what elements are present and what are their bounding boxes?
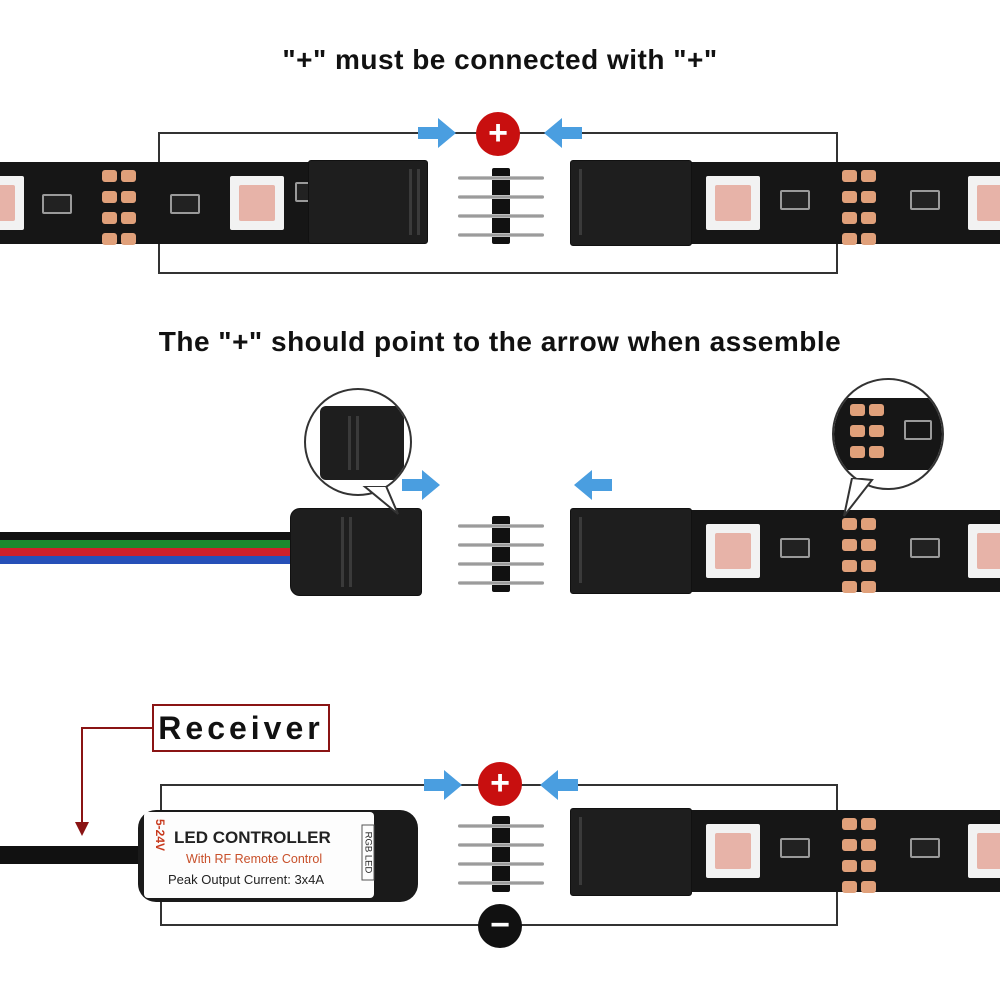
plus-badge: + bbox=[476, 112, 520, 156]
heading-middle: The "+" should point to the arrow when a… bbox=[158, 326, 842, 357]
resistor bbox=[780, 838, 810, 858]
female-connector-right-middle bbox=[570, 508, 692, 594]
female-connector-right-top bbox=[570, 160, 692, 246]
solder-pads bbox=[100, 168, 142, 252]
controller-label: 5-24V LED CONTROLLER With RF Remote Cont… bbox=[144, 812, 375, 898]
zoom-pointer bbox=[843, 478, 874, 517]
led-chip bbox=[230, 176, 284, 230]
wire-green bbox=[0, 540, 300, 548]
led-strip-right-bottom bbox=[590, 810, 1000, 893]
arrow-left-icon bbox=[574, 470, 612, 500]
wire-red bbox=[0, 548, 300, 556]
solder-pads bbox=[840, 816, 882, 900]
heading-top: "+" must be connected with "+" bbox=[282, 44, 718, 75]
led-chip bbox=[968, 824, 1000, 878]
controller-subtitle: With RF Remote Control bbox=[186, 852, 323, 866]
controller-voltage: 5-24V bbox=[153, 819, 167, 852]
solder-pads bbox=[840, 168, 882, 252]
led-chip bbox=[706, 824, 760, 878]
cable-connector-plug bbox=[290, 508, 422, 596]
led-chip bbox=[0, 176, 24, 230]
resistor bbox=[42, 194, 72, 214]
wire-blue bbox=[0, 556, 300, 564]
arrow-right-icon bbox=[418, 118, 456, 148]
resistor bbox=[780, 538, 810, 558]
minus-badge: − bbox=[478, 904, 522, 948]
arrow-right-icon bbox=[424, 770, 462, 800]
resistor bbox=[910, 538, 940, 558]
female-connector-left-top bbox=[308, 160, 428, 244]
led-chip bbox=[706, 524, 760, 578]
resistor bbox=[910, 190, 940, 210]
connector-pin-block bbox=[458, 816, 544, 892]
controller-cable bbox=[0, 846, 150, 864]
led-chip bbox=[968, 176, 1000, 230]
connector-pin-block bbox=[458, 168, 544, 244]
connector-pin-block bbox=[458, 516, 544, 592]
led-chip bbox=[968, 524, 1000, 578]
resistor bbox=[910, 838, 940, 858]
zoom-pointer bbox=[362, 486, 399, 515]
controller-rgb-tag: RGB LED bbox=[361, 824, 375, 881]
female-connector-right-bottom bbox=[570, 808, 692, 896]
zoom-bubble-left bbox=[304, 388, 412, 496]
controller-title: LED CONTROLLER bbox=[174, 828, 331, 847]
solder-pads bbox=[840, 516, 882, 600]
arrow-left-icon bbox=[544, 118, 582, 148]
controller-peak: Peak Output Current: 3x4A bbox=[168, 872, 325, 887]
receiver-label: Receiver bbox=[152, 704, 330, 752]
arrow-left-icon bbox=[540, 770, 578, 800]
arrow-right-icon bbox=[402, 470, 440, 500]
resistor bbox=[170, 194, 200, 214]
wire-black bbox=[0, 532, 300, 540]
resistor bbox=[780, 190, 810, 210]
zoom-bubble-right bbox=[832, 378, 944, 490]
plus-badge: + bbox=[478, 762, 522, 806]
receiver-pointer-line bbox=[75, 727, 154, 836]
led-chip bbox=[706, 176, 760, 230]
